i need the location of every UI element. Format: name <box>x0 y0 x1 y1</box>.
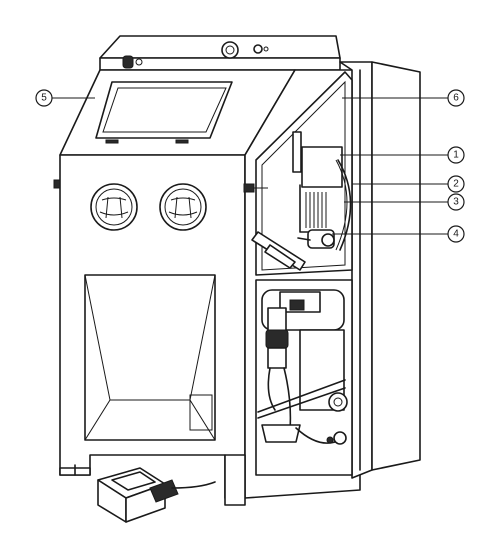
legs <box>59 454 246 506</box>
callout-circle-1 <box>447 146 465 164</box>
hopper <box>84 274 216 441</box>
callout-1: 1 <box>453 150 459 161</box>
foot-pedal <box>97 467 216 523</box>
top-control-box <box>99 35 341 71</box>
callout-circle-2 <box>447 175 465 193</box>
callout-4: 4 <box>453 229 459 240</box>
callout-6: 6 <box>453 93 459 104</box>
callout-circle-4 <box>447 225 465 243</box>
callout-3: 3 <box>453 197 459 208</box>
callouts: 5 6 1 2 3 4 <box>35 89 465 243</box>
callout-5: 5 <box>41 93 47 104</box>
callout-circle-3 <box>447 193 465 211</box>
callout-circle-5 <box>35 89 53 107</box>
interior-chamber <box>243 71 353 276</box>
callout-circle-6 <box>447 89 465 107</box>
viewing-window <box>95 81 233 144</box>
side-knob <box>53 179 61 189</box>
right-glove-port <box>159 183 207 231</box>
lower-machinery <box>255 279 353 476</box>
left-glove-port <box>90 183 138 231</box>
callout-2: 2 <box>453 179 459 190</box>
